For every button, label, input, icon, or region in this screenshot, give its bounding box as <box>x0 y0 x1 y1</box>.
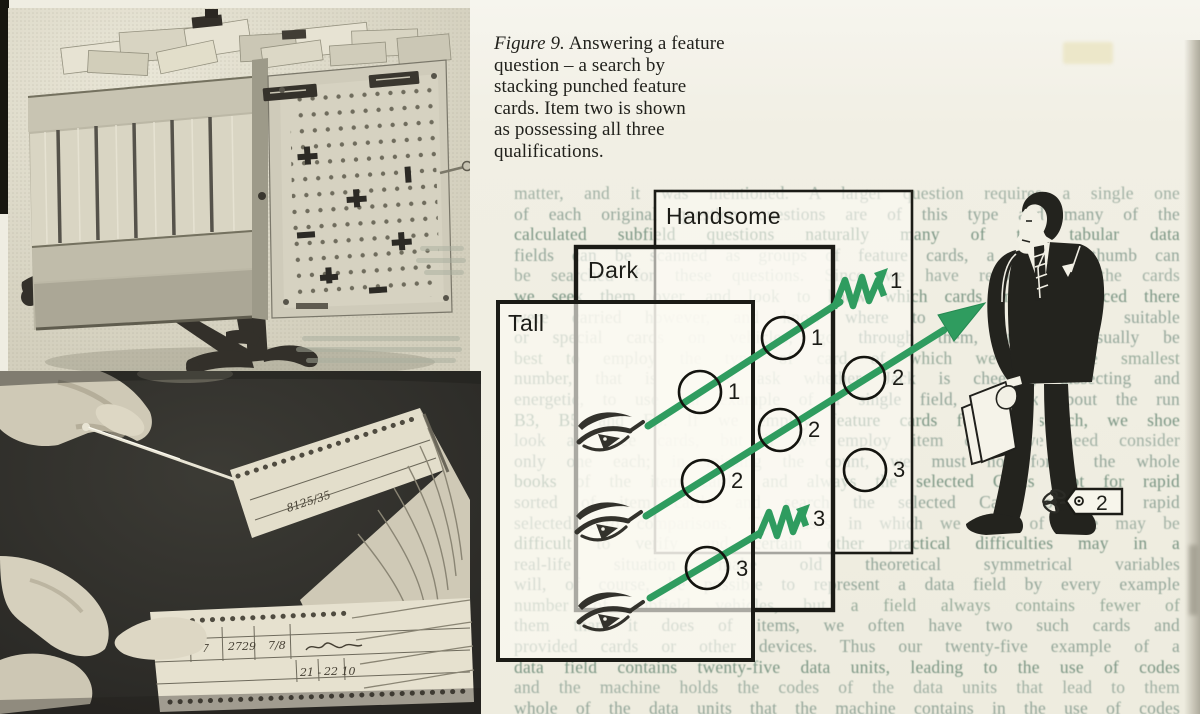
selector-knobs <box>296 146 412 294</box>
handwriting-col6: 22 10 <box>323 665 356 678</box>
figure9-diagram: Handsome Dark Tall <box>496 189 1124 662</box>
bleedthrough-text-line: whole of the data units that the machine… <box>514 697 1180 714</box>
photo-needle-sorting: 8125/35 <box>0 371 481 714</box>
holenum-dark-2: 2 <box>808 417 820 442</box>
photo-card-selector-machine <box>8 8 470 372</box>
scan-highlight-patch <box>1063 42 1113 64</box>
eye-icon-2 <box>574 502 643 542</box>
man-pocket-square <box>1062 263 1075 277</box>
panel-name-plates <box>262 70 420 102</box>
hole-tall-2 <box>680 458 726 504</box>
bleedthrough-text-line: and the machine holds the codes of the d… <box>514 677 1180 698</box>
man-suit-lines <box>1001 243 1081 512</box>
item-tag: 2 <box>1042 487 1124 516</box>
arrow-item2 <box>642 326 948 520</box>
handwriting-col5: 21 - <box>299 666 321 679</box>
punch-hole-row-upper <box>235 415 419 479</box>
man-face <box>1016 208 1050 254</box>
thumb-over-cards <box>114 617 207 660</box>
eye-icon-3 <box>576 592 645 632</box>
card-label-tall: Tall <box>508 310 545 336</box>
tag-number: 2 <box>1096 492 1108 515</box>
card-label-handsome: Handsome <box>666 203 781 229</box>
holenum-handsome-1: 1 <box>890 268 902 293</box>
showthrough-smudges <box>296 246 466 363</box>
card-deck: 8125/35 <box>150 408 475 712</box>
hand-holding-deck <box>0 556 207 714</box>
holenum-tall-1: 1 <box>728 379 740 404</box>
handwriting-col2: 7 <box>202 642 209 655</box>
holenum-tall-3: 3 <box>736 556 748 581</box>
blocked-arrow-item1-tip <box>874 268 888 285</box>
figure-caption: Figure 9. Answering a feature question –… <box>494 33 744 162</box>
blurred-object-top <box>137 371 233 383</box>
blocked-arrow-item1 <box>830 273 888 310</box>
machine-left-face <box>27 76 253 331</box>
handwriting-col3: 2729 <box>227 640 256 653</box>
figure-caption-label: Figure 9. <box>494 33 565 54</box>
hole-handsome-3 <box>842 447 888 493</box>
selector-needle <box>258 160 470 200</box>
man-mouth <box>1021 239 1031 243</box>
card-slot-dividers <box>56 116 214 244</box>
machine-front-panel <box>252 58 470 320</box>
hole-tall-1 <box>677 369 723 415</box>
eye-icon-1 <box>576 412 645 452</box>
man-hair <box>1022 191 1064 240</box>
hole-dark-1 <box>760 315 806 361</box>
scan-edge-strip <box>0 0 9 214</box>
hand-with-needle <box>0 371 152 447</box>
arrow-item2-head <box>937 302 987 342</box>
hole-handsome-2 <box>841 355 887 401</box>
man-cuff <box>1006 376 1022 388</box>
feature-card-tall: Tall <box>496 300 755 662</box>
handwriting-col4: 7/8 <box>268 639 286 652</box>
man-hand <box>995 385 1018 410</box>
holenum-handsome-3: 3 <box>893 457 905 482</box>
punch-hole-row-front-bottom <box>167 688 473 705</box>
panel-small-label <box>296 303 328 309</box>
panel-screws <box>279 73 449 305</box>
page-edge-smudge <box>1189 545 1198 615</box>
trough-handle <box>205 9 218 18</box>
arrow-item3 <box>646 529 764 602</box>
selector-hole-grid <box>290 83 440 302</box>
tag-hole <box>1074 496 1084 506</box>
holenum-handsome-2: 2 <box>892 365 904 390</box>
hole-tall-3 <box>684 545 730 591</box>
hole-dark-2 <box>757 407 803 453</box>
sorting-needle <box>83 423 237 482</box>
blocked-arrow-item3-tip <box>796 504 810 521</box>
man-illustration <box>960 191 1105 535</box>
signature-squiggle <box>305 642 363 651</box>
figure-caption-text: Answering a feature question – a search … <box>494 33 725 162</box>
arrow-item1 <box>644 298 844 430</box>
cards-in-trough <box>60 18 452 76</box>
holenum-dark-3: 3 <box>813 506 825 531</box>
punch-hole-row-front <box>159 610 355 625</box>
card-label-dark: Dark <box>588 257 639 283</box>
holenum-dark-1: 1 <box>811 325 823 350</box>
holenum-tall-2: 2 <box>731 468 743 493</box>
